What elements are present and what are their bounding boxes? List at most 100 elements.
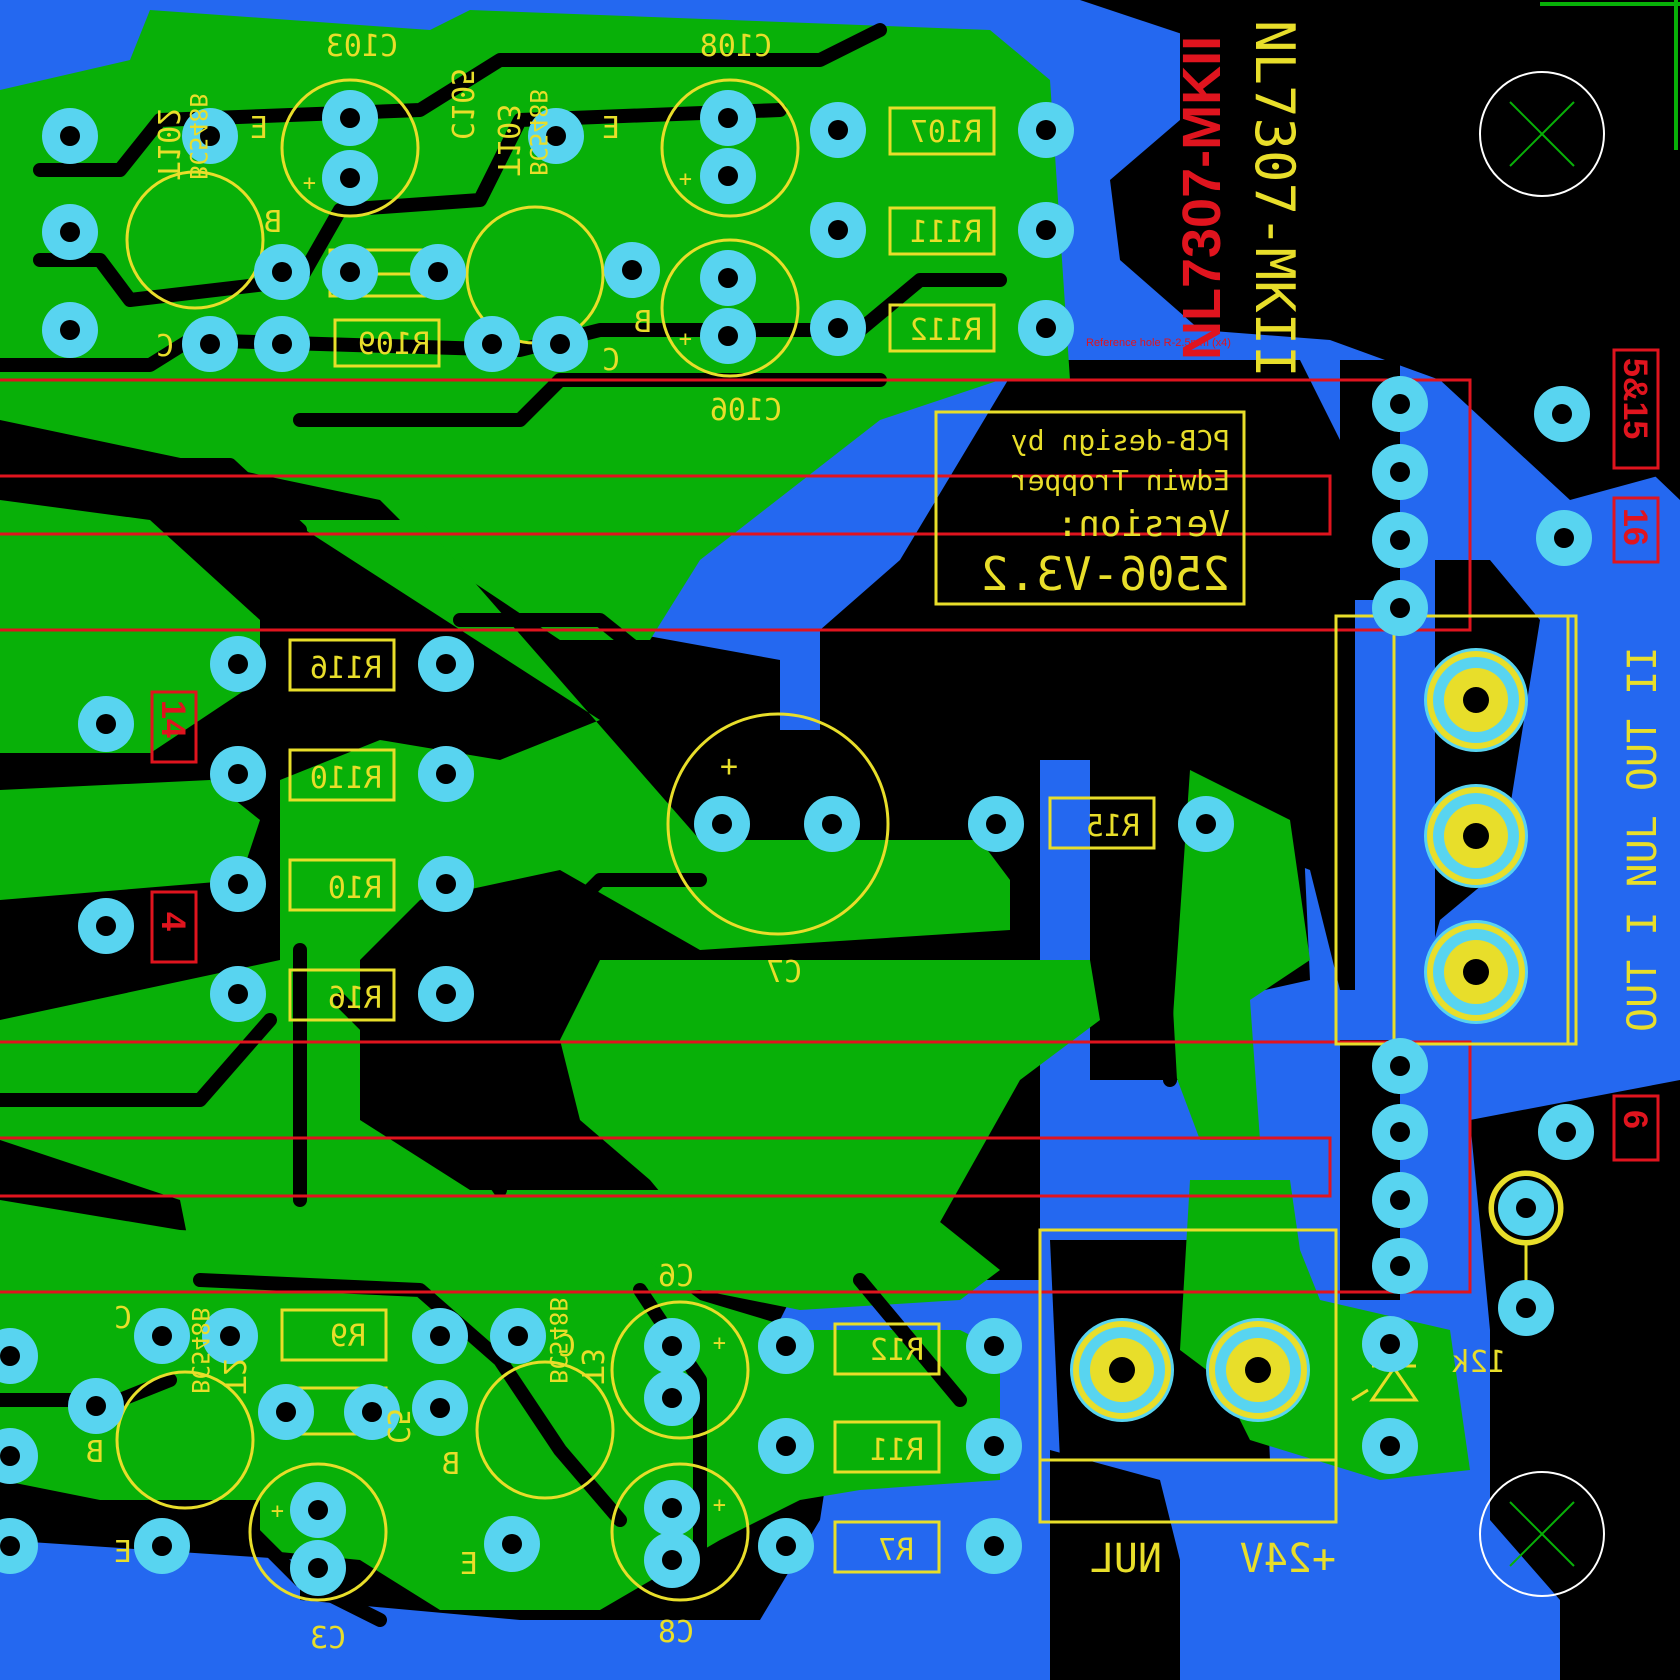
label-plus-c103: + — [303, 171, 316, 196]
pad-drill — [718, 166, 738, 186]
pad-drill — [1390, 598, 1410, 618]
label-r7: R7 — [878, 1533, 914, 1568]
pad-drill — [662, 1336, 682, 1356]
marker-5815: 5&15 — [1616, 358, 1654, 439]
pad-drill — [96, 714, 116, 734]
pad-drill — [0, 1536, 20, 1556]
label-c108: C108 — [700, 29, 772, 64]
label-bc548b-t103: BC548B — [524, 89, 552, 176]
label-c106: C106 — [710, 393, 782, 428]
label-e-t2: E — [114, 1535, 132, 1570]
pad-drill — [308, 1558, 328, 1578]
pad-drill — [1390, 394, 1410, 414]
mounting-hole-icon — [1479, 1471, 1605, 1597]
pad-drill — [546, 126, 566, 146]
pad-drill — [718, 326, 738, 346]
credit-line-3: Version: — [1057, 504, 1230, 545]
led-pad-ring — [1490, 1172, 1562, 1244]
label-r111: R111 — [910, 215, 982, 250]
heatsink-outlines — [0, 378, 1472, 1294]
pad-drill — [340, 262, 360, 282]
output-pad-3 — [1424, 920, 1528, 1024]
label-plus-c106: + — [679, 327, 692, 352]
pad-drill — [776, 1536, 796, 1556]
refhole-note: Reference hole R-2.5mm (x4) — [1086, 337, 1231, 349]
label-c103: C103 — [326, 29, 398, 64]
pad-drill — [828, 120, 848, 140]
label-bc548b-t2: BC548B — [186, 1307, 214, 1394]
pad-drill — [508, 1326, 528, 1346]
pad-drill — [228, 654, 248, 674]
pad-drill — [362, 1402, 382, 1422]
label-t103: T103 — [490, 104, 525, 176]
pad-drill — [86, 1396, 106, 1416]
board-name-copper: NL7307-MKII — [1172, 36, 1232, 360]
pad-drill — [152, 1326, 172, 1346]
label-t3: T3 — [574, 1348, 609, 1384]
label-r107: R107 — [910, 115, 982, 150]
label-c-t2: C — [114, 1301, 132, 1336]
pad-drill — [1036, 120, 1056, 140]
pad-drill — [1196, 814, 1216, 834]
top-copper — [0, 10, 1470, 1610]
credit-line-2: Edwin Tropper — [1011, 464, 1230, 497]
pad-drill — [276, 1402, 296, 1422]
pad-drill — [828, 220, 848, 240]
pad-drill — [436, 874, 456, 894]
output-connector-label: OUT I NUL OUT II — [1620, 647, 1666, 1032]
label-c3: C3 — [310, 1621, 346, 1656]
label-c5: C5 — [380, 1408, 415, 1444]
pad-drill — [436, 764, 456, 784]
credit-line-4: 2506-V3.2 — [981, 547, 1230, 601]
red-markers — [150, 348, 1660, 1162]
board-title: NL7307-MKII Reference hole R-2.5mm (x4) … — [154, 36, 1654, 1129]
label-t102: T102 — [150, 108, 185, 180]
pad-drill — [662, 1550, 682, 1570]
pad-drill — [272, 334, 292, 354]
pad-drill — [984, 1436, 1004, 1456]
label-r110: R110 — [310, 761, 382, 796]
pad-drill — [228, 874, 248, 894]
label-12k: 12k — [1452, 1345, 1506, 1380]
label-b-t102: B — [264, 205, 282, 240]
label-plus-c7: + — [720, 749, 738, 784]
label-r15: R15 — [1086, 809, 1140, 844]
pad-drill — [272, 262, 292, 282]
label-r112: R112 — [910, 313, 982, 348]
pad-drill — [1380, 1334, 1400, 1354]
label-r10: R10 — [328, 871, 382, 906]
pad-drill — [718, 268, 738, 288]
pad-drill — [1554, 528, 1574, 548]
label-r12: R12 — [870, 1333, 924, 1368]
label-plus-c108: + — [679, 167, 692, 192]
label-c8: C8 — [658, 1615, 694, 1650]
label-b-t2: B — [86, 1435, 104, 1470]
label-c-t103: C — [602, 343, 620, 378]
power-pad-nul — [1070, 1318, 1174, 1422]
label-r11: R11 — [870, 1433, 924, 1468]
label-bc548b-t102: BC548B — [184, 93, 212, 180]
pad-drill — [718, 108, 738, 128]
pad-drill — [430, 1326, 450, 1346]
pad-drill — [662, 1498, 682, 1518]
pad-drill — [430, 1398, 450, 1418]
label-t2: T2 — [216, 1358, 251, 1394]
marker-6: 6 — [1616, 1110, 1654, 1129]
pad-drill — [200, 334, 220, 354]
board-name-silk: NL7307-MKII — [1243, 20, 1306, 378]
power-24v-label: +24V — [1240, 1536, 1336, 1582]
pad-drill — [1516, 1198, 1536, 1218]
corner-mark — [1540, 0, 1680, 150]
label-r116: R116 — [310, 651, 382, 686]
pad-drill — [200, 126, 220, 146]
pad-drill — [1516, 1298, 1536, 1318]
marker-16: 16 — [1616, 508, 1654, 546]
label-r9: R9 — [330, 1319, 366, 1354]
label-c105: C105 — [444, 68, 479, 140]
pad-drill — [0, 1346, 20, 1366]
label-plus-c6: + — [713, 1331, 726, 1356]
label-e-t3: E — [460, 1547, 478, 1582]
pad-drill — [622, 260, 642, 280]
label-plus-c3: + — [271, 1499, 284, 1524]
